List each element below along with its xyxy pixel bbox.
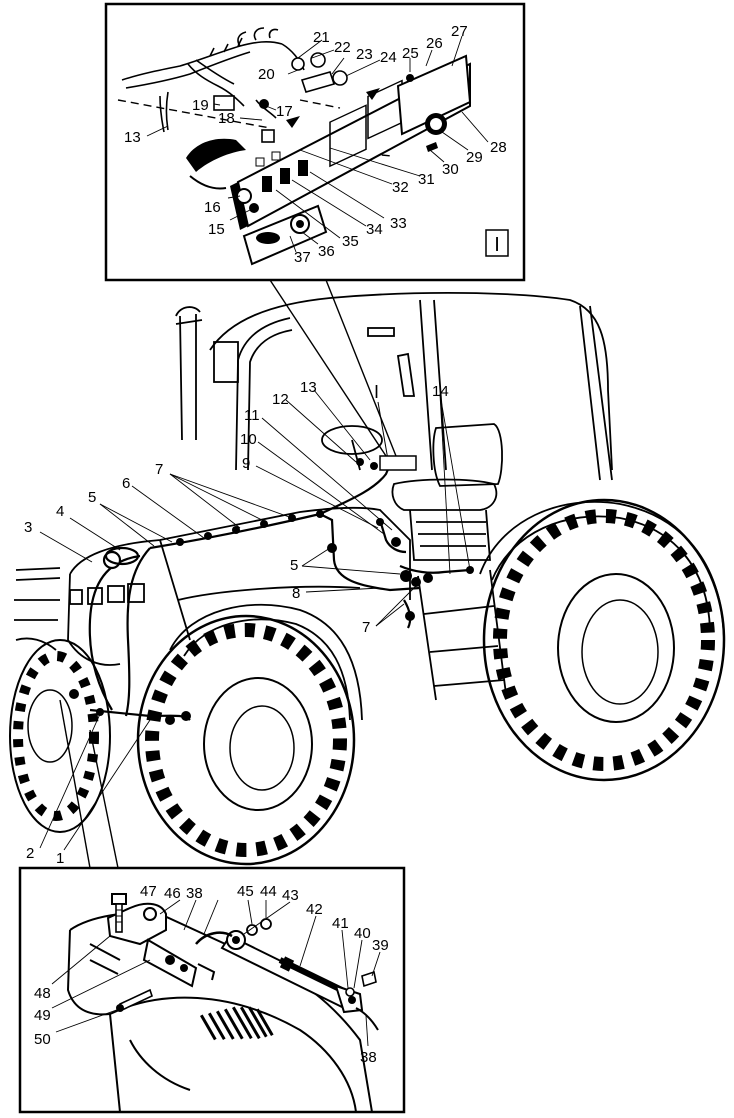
callout-2: 2 xyxy=(26,845,34,862)
callout-35: 35 xyxy=(342,233,359,250)
view-marker-box xyxy=(485,229,509,257)
upper-harness-drawing xyxy=(121,27,305,133)
rear-wheel xyxy=(482,498,726,782)
callout-24: 24 xyxy=(380,49,397,66)
callout-34: 34 xyxy=(366,221,383,238)
callout-32: 32 xyxy=(392,179,409,196)
callout-44: 44 xyxy=(260,883,277,900)
main-leader-lines xyxy=(39,389,471,851)
tractor-wiring-harness xyxy=(88,458,471,721)
callout-7a: 7 xyxy=(155,461,163,478)
callout-15: 15 xyxy=(208,221,225,238)
callout-12: 12 xyxy=(272,391,289,408)
view-marker-label: I xyxy=(494,234,500,256)
small-hardware xyxy=(213,52,438,152)
callout-7b: 7 xyxy=(362,619,370,636)
steering-wheel xyxy=(321,425,383,455)
callout-47: 47 xyxy=(140,883,157,900)
callout-5b: 5 xyxy=(290,557,298,574)
callout-41: 41 xyxy=(332,915,349,932)
tractor-view-marker: I xyxy=(374,382,379,402)
callout-33: 33 xyxy=(390,215,407,232)
top-inset-pointer xyxy=(269,279,397,457)
bottom-leader-lines xyxy=(51,899,381,1047)
callout-18: 18 xyxy=(218,110,235,127)
callout-39: 39 xyxy=(372,937,389,954)
cab-frame xyxy=(209,292,613,481)
hood-vents xyxy=(199,1006,274,1041)
callout-16: 16 xyxy=(204,199,221,216)
callout-21: 21 xyxy=(313,29,330,46)
callout-29: 29 xyxy=(466,149,483,166)
callout-20: 20 xyxy=(258,66,275,83)
callout-19: 19 xyxy=(192,97,209,114)
front-grille xyxy=(14,567,61,651)
callout-9: 9 xyxy=(242,455,250,472)
operator-seat xyxy=(391,423,503,561)
callout-42: 42 xyxy=(306,901,323,918)
hood-bracket xyxy=(106,902,233,988)
callout-4: 4 xyxy=(56,503,64,520)
callout-25: 25 xyxy=(402,45,419,62)
callout-48: 48 xyxy=(34,985,51,1002)
callout-31: 31 xyxy=(418,171,435,188)
callout-36: 36 xyxy=(318,243,335,260)
callout-30: 30 xyxy=(442,161,459,178)
callout-27: 27 xyxy=(451,23,468,40)
left-cover-drawing xyxy=(186,138,259,213)
callout-45: 45 xyxy=(237,883,254,900)
callout-26: 26 xyxy=(426,35,443,52)
tractor-illustration xyxy=(14,292,725,721)
callout-38b: 38 xyxy=(360,1049,377,1066)
callout-37: 37 xyxy=(294,249,311,266)
top-leader-lines xyxy=(146,35,489,253)
callout-50: 50 xyxy=(34,1031,51,1048)
callout-14: 14 xyxy=(432,383,449,400)
callout-49: 49 xyxy=(34,1007,51,1024)
callout-13: 13 xyxy=(124,129,141,146)
callout-46: 46 xyxy=(164,885,181,902)
hood-bolt xyxy=(111,893,127,933)
top-inset-panel: I 13 15 16 17 18 19 20 21 22 23 24 25 26… xyxy=(104,2,526,282)
main-callouts: 1 2 3 4 5 5 6 7 7 8 9 10 11 12 13 14 xyxy=(24,379,449,867)
exhaust-stack xyxy=(175,306,203,441)
bottom-callouts: 38 38 39 40 41 42 43 44 45 46 47 48 49 5… xyxy=(34,883,389,1066)
callout-28: 28 xyxy=(490,139,507,156)
callout-8: 8 xyxy=(292,585,300,602)
callout-22: 22 xyxy=(334,39,351,56)
callout-10: 10 xyxy=(240,431,257,448)
front-wheel xyxy=(136,614,356,866)
front-fender xyxy=(169,603,363,721)
callout-17: 17 xyxy=(276,103,293,120)
harness-clips xyxy=(69,458,474,725)
callout-1: 1 xyxy=(56,850,64,867)
callout-3: 3 xyxy=(24,519,32,536)
callout-11: 11 xyxy=(244,407,260,424)
callout-5a: 5 xyxy=(88,489,96,506)
callout-38a: 38 xyxy=(186,885,203,902)
lower-switch-plate xyxy=(242,204,328,266)
callout-23: 23 xyxy=(356,46,373,63)
callout-43: 43 xyxy=(282,887,299,904)
bottom-inset-panel: 38 38 39 40 41 42 43 44 45 46 47 48 49 5… xyxy=(18,866,406,1114)
top-callouts: 13 15 16 17 18 19 20 21 22 23 24 25 26 2… xyxy=(124,23,507,266)
callout-13-main: 13 xyxy=(300,379,317,396)
callout-40: 40 xyxy=(354,925,371,942)
callout-6: 6 xyxy=(122,475,130,492)
instrument-panel-body xyxy=(230,54,472,230)
